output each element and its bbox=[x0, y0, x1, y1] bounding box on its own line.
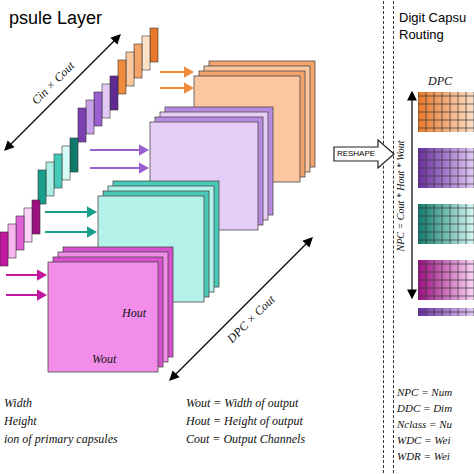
reshape-label: RESHAPE bbox=[335, 149, 377, 159]
definition-text: WDC = Wei bbox=[397, 434, 450, 447]
dimension-label: Hout bbox=[122, 306, 146, 320]
dimension-arrow bbox=[5, 35, 120, 150]
capsule-grid bbox=[418, 92, 474, 132]
panel-heading: psule Layer bbox=[9, 7, 229, 29]
dimension-arrow bbox=[408, 92, 416, 298]
conv-arrow bbox=[6, 291, 45, 299]
dimension-label: DPC bbox=[428, 74, 452, 88]
kernel-slice bbox=[94, 92, 102, 126]
panel-heading: Digit Capsu Routing bbox=[399, 9, 473, 43]
kernel-slice bbox=[54, 154, 62, 188]
capsule-grid bbox=[418, 308, 474, 316]
definition-text: Nclass = Nu bbox=[397, 418, 452, 431]
conv-arrow bbox=[45, 208, 95, 216]
kernel-slice bbox=[70, 138, 78, 172]
kernel-slice bbox=[102, 84, 110, 118]
definition-text: DDC = Dim bbox=[397, 402, 452, 415]
kernel-slice bbox=[0, 232, 8, 266]
kernel-slice bbox=[86, 100, 94, 134]
kernel-slice bbox=[8, 224, 16, 258]
capsule-grid bbox=[418, 92, 474, 132]
conv-arrow bbox=[6, 271, 45, 279]
kernel-slice bbox=[78, 108, 86, 142]
kernel-slice bbox=[118, 60, 126, 94]
kernel-slice bbox=[134, 44, 142, 78]
kernel-slice bbox=[126, 52, 134, 86]
definition-text: Cout = Output Channels bbox=[186, 432, 305, 446]
feature-map bbox=[48, 262, 158, 372]
conv-arrow bbox=[90, 164, 147, 172]
reshape-arrow-outline bbox=[334, 140, 394, 168]
dimension-label: Cin × Cout bbox=[29, 59, 78, 108]
kernel-slice bbox=[46, 162, 54, 196]
kernel-slice bbox=[150, 28, 158, 62]
capsule-grid bbox=[418, 260, 474, 300]
dimension-label: NPC = Cout * Hout * Wout bbox=[395, 141, 407, 252]
kernel-slice bbox=[142, 36, 150, 70]
kernel-slice bbox=[24, 208, 32, 242]
kernel-slice bbox=[110, 76, 118, 110]
kernel-slice bbox=[16, 216, 24, 250]
capsule-grid bbox=[418, 260, 474, 300]
reshape-arrow: RESHAPE bbox=[333, 139, 395, 169]
conv-arrow bbox=[45, 228, 95, 236]
definition-text: Height bbox=[4, 414, 37, 428]
definition-text: Wout = Width of output bbox=[186, 396, 298, 410]
kernel-slice bbox=[62, 146, 70, 180]
conv-arrow bbox=[160, 84, 192, 92]
dimension-label: Wout bbox=[92, 352, 116, 366]
definition-text: Width bbox=[4, 396, 32, 410]
definition-text: ion of primary capsules bbox=[4, 432, 118, 446]
conv-arrow bbox=[160, 68, 192, 76]
kernel-slice bbox=[38, 170, 46, 204]
capsule-grid bbox=[418, 204, 474, 244]
capsule-grid bbox=[418, 148, 474, 188]
kernel-slice bbox=[32, 200, 40, 234]
dimension-arrow bbox=[170, 238, 312, 380]
capsule-grid bbox=[418, 308, 474, 316]
dimension-label: DPC × Cout bbox=[224, 292, 277, 345]
capsule-grid bbox=[418, 204, 474, 244]
definition-text: Hout = Height of output bbox=[186, 414, 303, 428]
definition-text: NPC = Num bbox=[397, 386, 452, 399]
capsule-grid bbox=[418, 148, 474, 188]
conv-arrow bbox=[90, 146, 147, 154]
definition-text: WDR = Wei bbox=[397, 450, 450, 463]
